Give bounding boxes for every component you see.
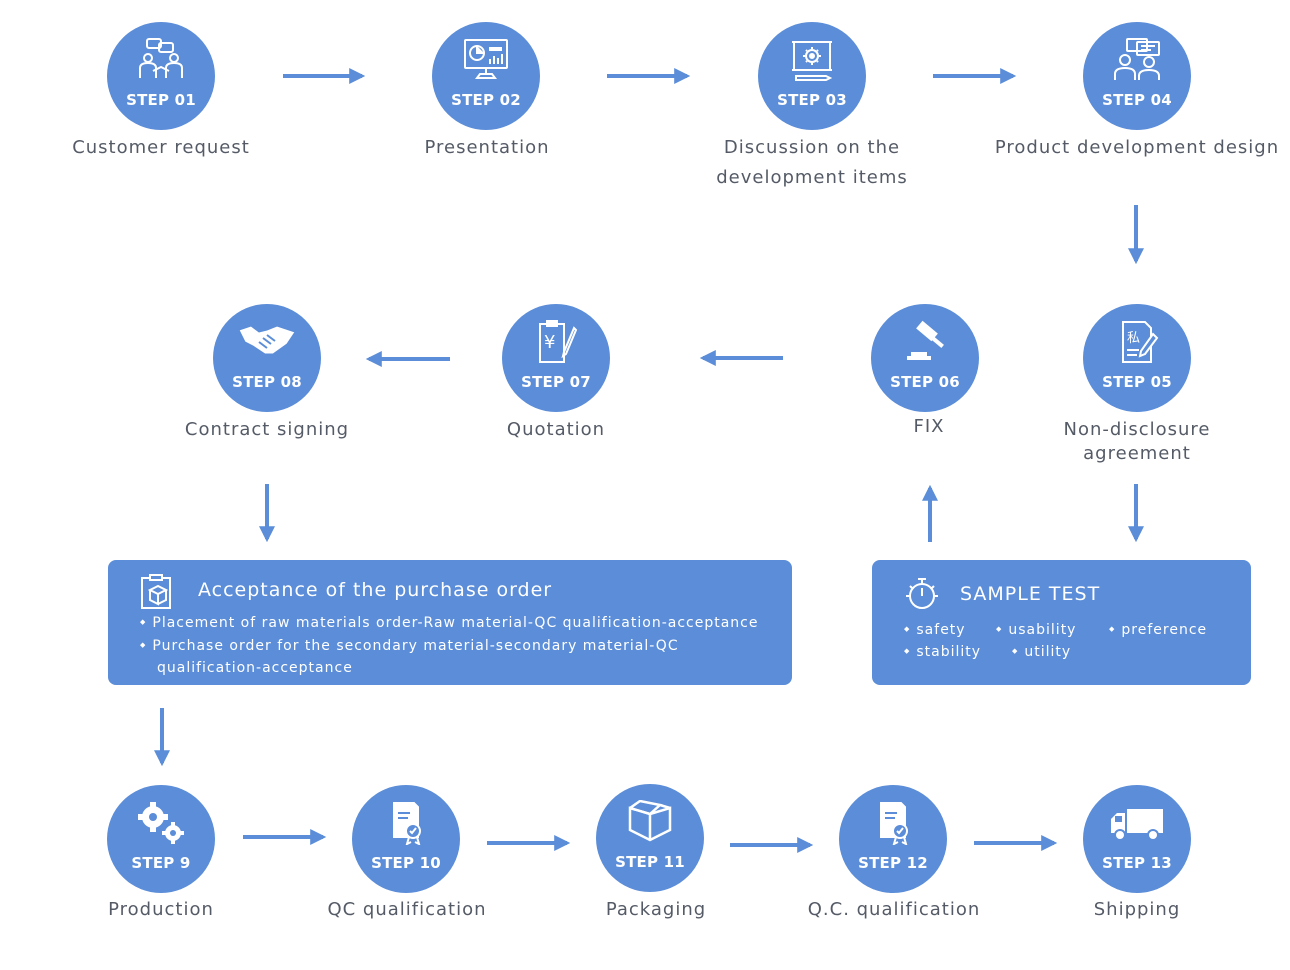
presentation-icon	[432, 38, 540, 82]
svg-text:私: 私	[1127, 331, 1140, 346]
step-02: STEP 02	[432, 22, 540, 130]
step-04: STEP 04	[1083, 22, 1191, 130]
step-03-number: STEP 03	[777, 91, 847, 109]
step-12-number: STEP 12	[858, 854, 928, 872]
svg-text:¥: ¥	[544, 332, 555, 353]
step-03: STEP 03	[758, 22, 866, 130]
step-10-label: QC qualification	[327, 899, 487, 920]
sample-test-title: SAMPLE TEST	[960, 583, 1101, 605]
step-09: STEP 9	[107, 785, 215, 893]
sample-test-row-2: stabilityutility	[904, 640, 1071, 663]
step-09-label: Production	[108, 899, 214, 920]
purchase-order-item: Placement of raw materials order-Raw mat…	[140, 611, 780, 634]
sample-test-item: preference	[1109, 622, 1207, 638]
step-01-label: Customer request	[72, 137, 250, 158]
truck-icon	[1083, 801, 1191, 845]
step-01-number: STEP 01	[126, 91, 196, 109]
sample-test-box: SAMPLE TEST safetyusabilitypreference st…	[872, 560, 1251, 685]
step-13: STEP 13	[1083, 785, 1191, 893]
step-06-label: FIX	[913, 416, 945, 437]
step-13-number: STEP 13	[1102, 854, 1172, 872]
purchase-order-item-cont: qualification-acceptance	[157, 660, 353, 676]
step-11-number: STEP 11	[615, 853, 685, 871]
step-08-number: STEP 08	[232, 373, 302, 391]
step-05-label: Non-disclosure agreement	[1063, 419, 1211, 464]
stopwatch-icon	[904, 576, 940, 616]
gears-icon	[107, 801, 215, 845]
clipboard-box-icon	[138, 574, 174, 614]
nda-document-icon: 私	[1083, 320, 1191, 364]
sample-test-row-1: safetyusabilitypreference	[904, 618, 1207, 641]
step-10-number: STEP 10	[371, 854, 441, 872]
step-06: STEP 06	[871, 304, 979, 412]
purchase-order-item: Purchase order for the secondary materia…	[140, 634, 780, 657]
step-13-label: Shipping	[1093, 899, 1181, 920]
step-11: STEP 11	[596, 784, 704, 892]
step-05-number: STEP 05	[1102, 373, 1172, 391]
step-12-label: Q.C. qualification	[807, 899, 981, 920]
step-02-number: STEP 02	[451, 91, 521, 109]
certificate-icon	[352, 801, 460, 845]
step-07-label: Quotation	[506, 419, 606, 440]
step-07: ¥ STEP 07	[502, 304, 610, 412]
handshake-icon	[213, 320, 321, 364]
step-08-label: Contract signing	[184, 419, 350, 440]
gavel-icon	[871, 320, 979, 364]
step-06-number: STEP 06	[890, 373, 960, 391]
sample-test-item: safety	[904, 618, 996, 641]
box-icon	[596, 800, 704, 844]
purchase-order-box: Acceptance of the purchase order Placeme…	[108, 560, 792, 685]
blueprint-gear-icon	[758, 38, 866, 82]
step-07-number: STEP 07	[521, 373, 591, 391]
purchase-order-list: Placement of raw materials order-Raw mat…	[140, 611, 780, 679]
sample-test-item: usability	[996, 618, 1109, 641]
step-08: STEP 08	[213, 304, 321, 412]
yen-clipboard-icon: ¥	[502, 320, 610, 364]
step-10: STEP 10	[352, 785, 460, 893]
step-03-label: Discussion on the development items	[716, 137, 908, 188]
sample-test-item: utility	[1012, 644, 1071, 660]
step-12: STEP 12	[839, 785, 947, 893]
step-02-label: Presentation	[424, 137, 550, 158]
step-11-label: Packaging	[605, 899, 707, 920]
sample-test-item: stability	[904, 640, 1012, 663]
team-icon	[1083, 38, 1191, 82]
step-01: STEP 01	[107, 22, 215, 130]
step-04-label: Product development design	[994, 137, 1280, 158]
step-04-number: STEP 04	[1102, 91, 1172, 109]
step-05: 私 STEP 05	[1083, 304, 1191, 412]
step-09-number: STEP 9	[131, 854, 191, 872]
meeting-icon	[107, 38, 215, 82]
certificate-icon	[839, 801, 947, 845]
purchase-order-title: Acceptance of the purchase order	[198, 579, 553, 601]
